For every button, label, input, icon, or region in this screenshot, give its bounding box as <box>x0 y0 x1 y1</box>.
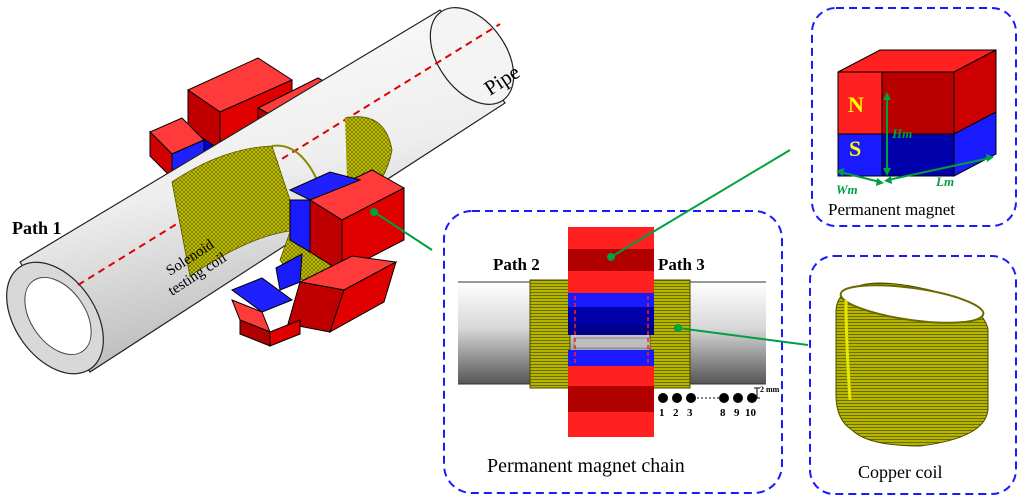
pipe-assembly: Pipe Solenoid testing coil Path 1 <box>6 7 524 375</box>
path1-line <box>77 23 501 286</box>
copper-coil-panel: Copper coil <box>809 255 1017 495</box>
width-dimension <box>839 171 881 183</box>
copper-coil-image <box>835 282 989 447</box>
measurement-points: 1 2 3 8 9 10 2 mm <box>658 385 780 419</box>
path1-label: Path 1 <box>12 218 62 238</box>
copper-coil-caption: Copper coil <box>858 462 942 482</box>
point-label-8: 8 <box>720 407 726 419</box>
leader-line-left <box>373 211 433 251</box>
permanent-magnet-panel: N S Hm Wm Lm Permanent magnet <box>811 7 1017 227</box>
point-label-3: 3 <box>687 407 693 419</box>
measurement-point-2 <box>672 393 682 403</box>
permanent-magnet-border <box>811 7 1017 227</box>
measurement-point-9 <box>733 393 743 403</box>
scale-label: 2 mm <box>760 385 780 394</box>
height-label: Hm <box>891 126 912 141</box>
path3-label: Path 3 <box>658 255 705 274</box>
measurement-point-1 <box>658 393 668 403</box>
chain-coil-right <box>649 279 691 389</box>
magnet-front-right <box>288 169 406 273</box>
point-label-1: 1 <box>659 407 665 419</box>
magnet-stack <box>568 227 654 437</box>
width-label: Wm <box>836 182 858 197</box>
point-label-2: 2 <box>673 407 679 419</box>
magnet-chain-caption: Permanent magnet chain <box>487 455 685 477</box>
path2-label: Path 2 <box>493 255 540 274</box>
measurement-point-10 <box>747 393 757 403</box>
magnet-chain-border <box>443 210 783 494</box>
magnet-south-face <box>837 133 883 177</box>
permanent-magnet-caption: Permanent magnet <box>828 200 955 219</box>
south-pole-label: S <box>849 136 861 161</box>
magnet-front-right-lower <box>275 253 398 334</box>
leader-line-to-magnet <box>610 149 791 258</box>
length-dimension <box>887 157 991 181</box>
chain-coil-left <box>529 279 571 389</box>
north-pole-label: N <box>848 92 864 117</box>
measurement-point-8 <box>719 393 729 403</box>
point-label-10: 10 <box>745 407 757 419</box>
magnet-chain-panel: Path 2 Path 3 1 2 3 8 9 10 2 mm Permanen <box>443 210 783 494</box>
length-label: Lm <box>935 174 954 189</box>
point-label-9: 9 <box>734 407 740 419</box>
measurement-point-3 <box>686 393 696 403</box>
magnet-north-face <box>837 71 883 135</box>
magnet-front-bottom <box>230 277 301 347</box>
leader-line-to-coil <box>677 327 809 346</box>
copper-coil-border <box>809 255 1017 495</box>
